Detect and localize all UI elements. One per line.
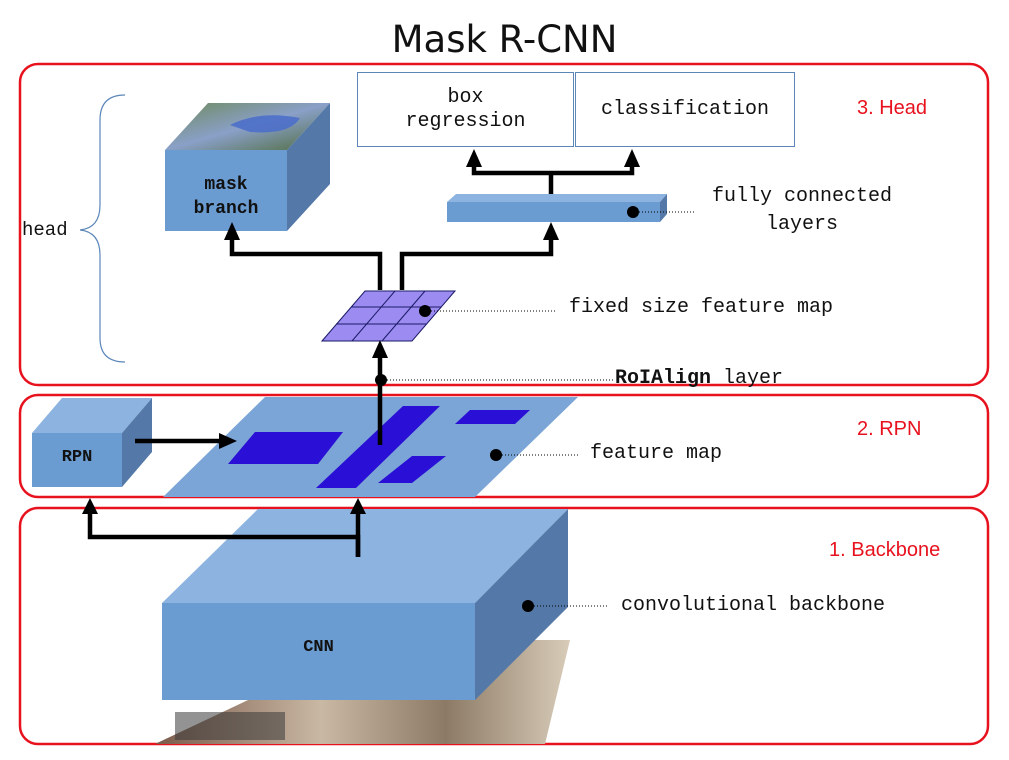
rpn-box-label: RPN (61, 448, 93, 467)
cnn-front (162, 603, 475, 700)
rpn-front (32, 433, 122, 487)
section-label-backbone: 1. Backbone (829, 539, 941, 561)
mask-branch-label: mask branch (165, 173, 287, 221)
head-brace-label: head (22, 219, 68, 241)
cnn-label: CNN (303, 638, 334, 657)
box-regression-box: box regression (357, 72, 574, 147)
fixed-map-label: fixed size feature map (569, 296, 834, 319)
roialign-label: RoIAlign layer (615, 367, 783, 390)
roi-2 (316, 406, 440, 488)
box-regression-line2: regression (405, 109, 526, 133)
classification-label: classification (600, 97, 770, 121)
roi-3 (378, 456, 446, 483)
arrowheads (82, 149, 640, 514)
fc-front (447, 202, 660, 222)
head-section (18, 62, 990, 387)
cnn-top (162, 509, 568, 603)
connectors (87, 165, 635, 557)
fc-top (447, 194, 667, 202)
roialign-rest: layer (711, 367, 784, 390)
fc-label-line1: fully connected (711, 185, 893, 208)
section-label-rpn: 2. RPN (857, 418, 922, 440)
head-brace (79, 94, 126, 363)
box-regression-line1: box (447, 85, 484, 109)
conv-backbone-label: convolutional backbone (621, 594, 886, 617)
mask-branch-line2: branch (193, 199, 259, 219)
roi-4 (455, 410, 530, 424)
diagram-title: Mask R-CNN (391, 18, 618, 61)
roi-1 (228, 432, 343, 464)
section-label-head: 3. Head (857, 97, 928, 119)
leaders (375, 206, 694, 612)
keyboard-shape (175, 712, 285, 740)
fc-label-line2: layers (765, 213, 838, 236)
classification-box: classification (575, 72, 795, 147)
mask-branch-line1: mask (204, 175, 248, 195)
fc-label: fully connected layers (694, 183, 910, 239)
roialign-bold: RoIAlign (615, 367, 712, 390)
feature-map-label: feature map (590, 442, 723, 465)
fc-side (660, 194, 667, 222)
rpn-top (32, 398, 152, 433)
mask-front (165, 150, 287, 231)
rpn-section (18, 393, 990, 499)
mask-side (287, 103, 330, 231)
cnn-side (475, 509, 568, 700)
